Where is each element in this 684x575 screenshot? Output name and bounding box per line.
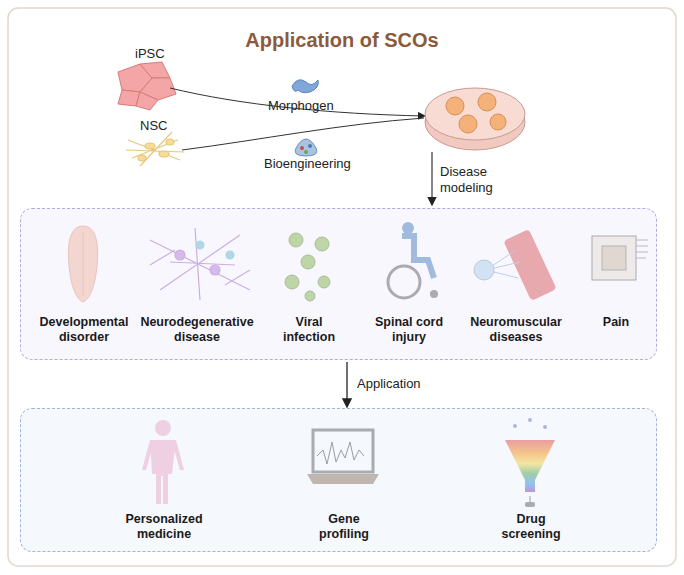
morphogen-icon xyxy=(292,80,318,93)
item-label: Developmental disorder xyxy=(34,315,134,345)
dashed-band: Personalized medicine Gene profiling Drug … xyxy=(20,408,657,552)
label: Morphogen xyxy=(268,98,348,114)
organoid-dish xyxy=(425,88,525,150)
item-label: Viral infection xyxy=(279,315,339,345)
item-label: Gene profiling xyxy=(314,512,374,542)
label: Bioengineering xyxy=(264,156,364,172)
item-label: Spinal cord injury xyxy=(369,315,449,345)
edge-label: Application xyxy=(355,376,423,392)
flow-arrow xyxy=(182,118,424,150)
item-label: Personalized medicine xyxy=(119,512,209,542)
bioengineering-icon xyxy=(295,139,317,156)
flow-arrow xyxy=(431,152,432,204)
diagram-title: Application of SCOs xyxy=(0,28,684,52)
label: Disease modeling xyxy=(440,164,510,195)
outer-panel xyxy=(8,8,676,566)
label: iPSC xyxy=(135,46,175,62)
label: NSC xyxy=(140,118,180,134)
item-label: Neuromuscular diseases xyxy=(466,315,566,345)
item-label: Pain xyxy=(586,315,646,330)
ipsc-cells xyxy=(118,62,176,110)
item-label: Drug screening xyxy=(496,512,566,542)
flow-arrow xyxy=(170,88,424,116)
item-label: Neurodegenerative disease xyxy=(139,315,255,345)
dashed-band: Developmental disorderNeurodegenerative … xyxy=(20,208,657,360)
connector-arrow xyxy=(346,362,347,406)
nsc-cells xyxy=(126,132,184,166)
